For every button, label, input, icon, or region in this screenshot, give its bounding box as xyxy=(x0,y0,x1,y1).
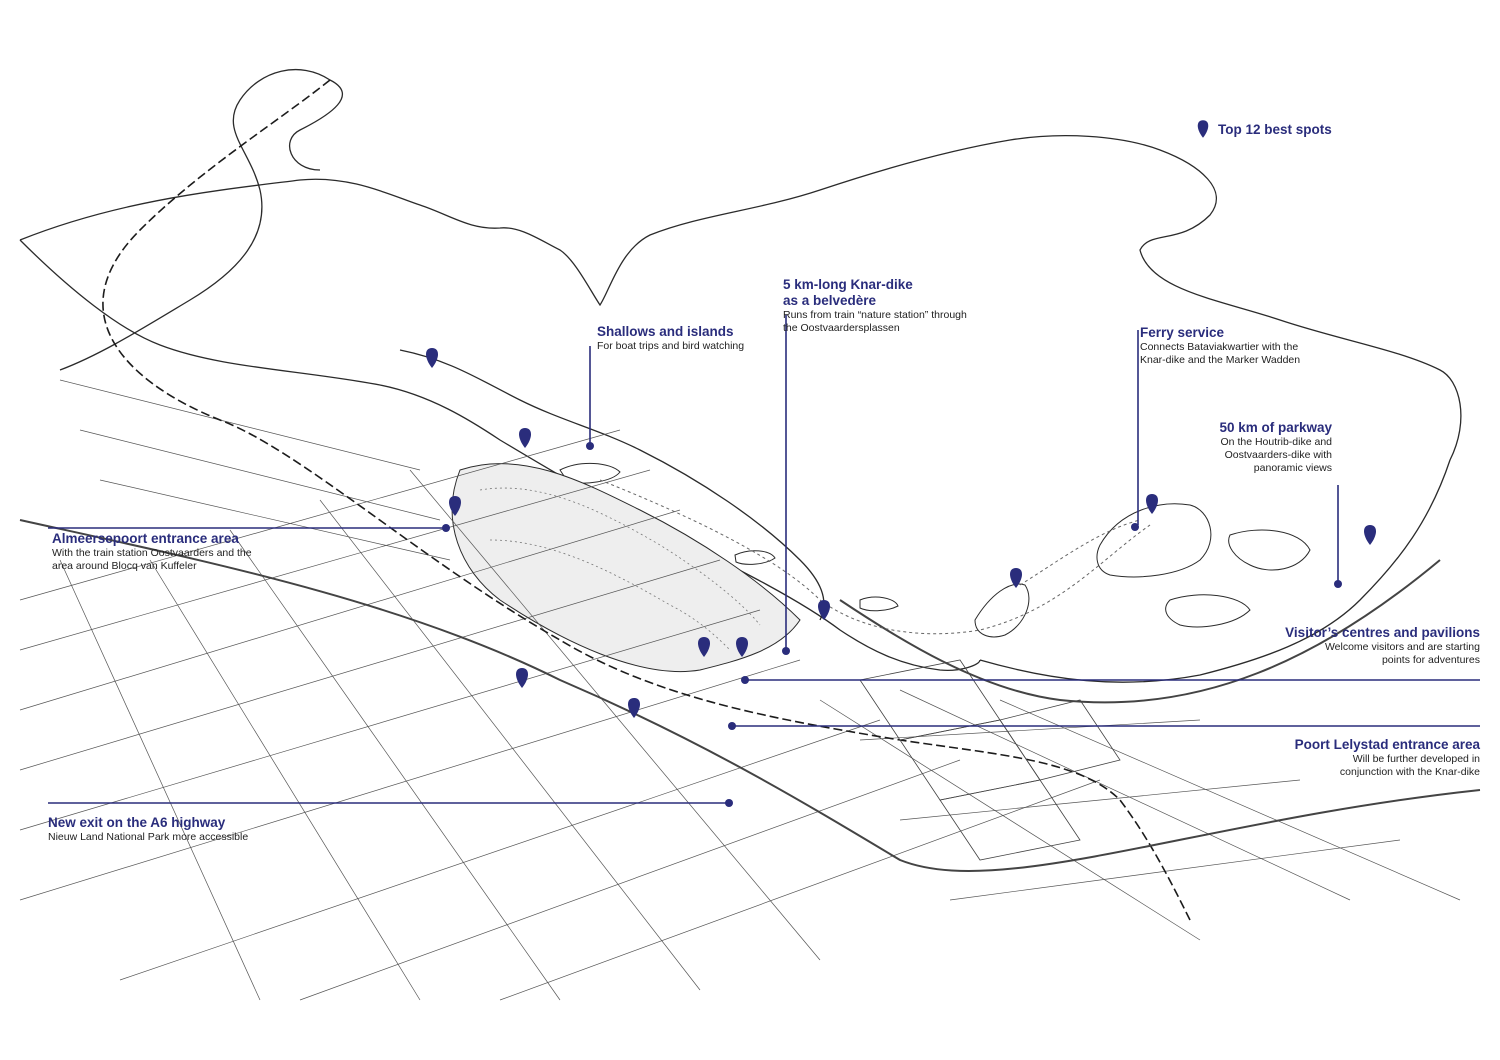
annotation-desc: Knar-dike and the Marker Wadden xyxy=(1140,354,1301,366)
annotation-desc: panoramic views xyxy=(1253,462,1332,474)
annotation-desc: With the train station Oostvaarders and … xyxy=(52,547,252,559)
leader-lines xyxy=(48,315,1480,804)
annotation-desc: Will be further developed in xyxy=(1352,753,1480,765)
almeersepoort-annotation: Almeersepoort entrance area With the tra… xyxy=(52,531,252,573)
annotation-title: as a belvedère xyxy=(783,293,877,308)
map-pin-icon[interactable] xyxy=(516,668,528,688)
visitors-annotation: Visitor’s centres and pavilions Welcome … xyxy=(1180,625,1480,667)
map-pin-icon[interactable] xyxy=(818,600,830,620)
poort-lelystad-annotation: Poort Lelystad entrance area Will be fur… xyxy=(1180,737,1480,779)
annotation-title: New exit on the A6 highway xyxy=(48,815,226,830)
knar-dike-annotation: 5 km-long Knar-dike as a belvedère Runs … xyxy=(783,277,967,335)
annotation-desc: On the Houtrib-dike and xyxy=(1220,436,1332,448)
annotation-title: Ferry service xyxy=(1140,325,1225,340)
town-blocks xyxy=(859,659,1121,861)
polder-grid xyxy=(19,379,1461,1001)
annotation-title: Visitor’s centres and pavilions xyxy=(1285,625,1480,640)
annotation-desc: the Oostvaardersplassen xyxy=(783,322,900,334)
ferry-annotation: Ferry service Connects Bataviakwartier w… xyxy=(1140,325,1300,367)
map-pin-icon[interactable] xyxy=(519,428,531,448)
annotation-desc: Connects Bataviakwartier with the xyxy=(1140,341,1299,353)
annotation-desc: Runs from train “nature station” through xyxy=(783,309,967,321)
annotation-desc: points for adventures xyxy=(1381,654,1480,666)
leader-dots xyxy=(442,442,1342,807)
legend: Top 12 best spots xyxy=(1196,118,1332,140)
map-pin-icon[interactable] xyxy=(1364,525,1376,545)
transport-network xyxy=(19,79,1481,921)
annotation-title: Poort Lelystad entrance area xyxy=(1294,737,1480,752)
annotation-desc: Nieuw Land National Park more accessible xyxy=(48,831,249,843)
coastline xyxy=(19,68,1462,683)
nature-reserve-area xyxy=(451,463,801,672)
parkway-annotation: 50 km of parkway On the Houtrib-dike and… xyxy=(1150,420,1332,475)
map-pin-icon xyxy=(1197,120,1209,138)
legend-label: Top 12 best spots xyxy=(1218,121,1332,137)
annotation-title: 50 km of parkway xyxy=(1219,420,1332,435)
map-pin-icon[interactable] xyxy=(426,348,438,368)
annotation-title: Almeersepoort entrance area xyxy=(52,531,239,546)
map-pin-icon[interactable] xyxy=(1146,494,1158,514)
annotation-desc: Welcome visitors and are starting xyxy=(1324,641,1480,653)
a6-exit-annotation: New exit on the A6 highway Nieuw Land Na… xyxy=(48,815,248,844)
annotation-desc: area around Blocq van Kuffeler xyxy=(52,560,197,572)
shallows-annotation: Shallows and islands For boat trips and … xyxy=(597,324,744,353)
annotation-title: Shallows and islands xyxy=(597,324,734,339)
annotation-desc: conjunction with the Knar-dike xyxy=(1339,766,1480,778)
annotation-title: 5 km-long Knar-dike xyxy=(783,277,913,292)
annotation-desc: Oostvaarders-dike with xyxy=(1224,449,1332,461)
annotation-desc: For boat trips and bird watching xyxy=(597,340,745,352)
